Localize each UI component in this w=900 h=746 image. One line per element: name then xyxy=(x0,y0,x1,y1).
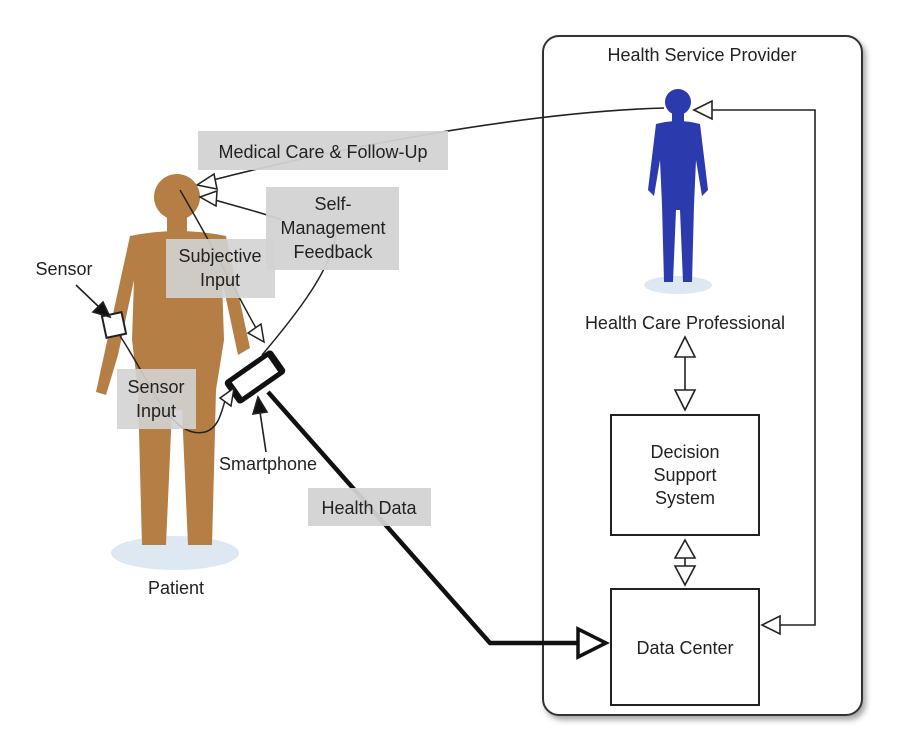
sensor-pointer-arrow xyxy=(75,284,112,319)
svg-text:Self-: Self- xyxy=(314,194,351,214)
svg-text:Subjective: Subjective xyxy=(178,246,261,266)
sensor-input-label-box: Sensor Input xyxy=(117,369,196,429)
data-center-box xyxy=(610,588,760,706)
svg-text:Management: Management xyxy=(280,218,385,238)
svg-text:Medical Care & Follow-Up: Medical Care & Follow-Up xyxy=(218,142,427,162)
svg-text:Sensor: Sensor xyxy=(127,377,184,397)
dss-datacenter-double-arrow xyxy=(673,538,697,587)
smartphone-label: Smartphone xyxy=(219,454,317,474)
professional-dss-double-arrow xyxy=(673,335,697,412)
provider-container xyxy=(542,35,863,716)
health-data-arrow xyxy=(266,390,610,660)
smartphone-pointer-arrow xyxy=(251,395,269,453)
sensor-label: Sensor xyxy=(35,259,92,279)
svg-text:Feedback: Feedback xyxy=(293,242,373,262)
professional-figure-icon xyxy=(644,89,712,294)
svg-text:Input: Input xyxy=(200,270,240,290)
svg-text:Health Data: Health Data xyxy=(321,498,417,518)
datacenter-to-professional-arrow xyxy=(692,99,816,636)
dss-label-line-2: Support xyxy=(653,465,716,485)
dss-label-line-3: System xyxy=(655,488,715,508)
professional-shadow xyxy=(644,276,712,294)
subjective-input-label-box: Subjective Input xyxy=(166,239,275,298)
self-management-label-box: Self- Management Feedback xyxy=(266,187,399,270)
sensor-device xyxy=(100,310,128,340)
professional-label: Health Care Professional xyxy=(585,313,785,333)
smartphone-icon xyxy=(224,350,286,404)
data-center-label: Data Center xyxy=(636,638,733,658)
medical-care-label-box: Medical Care & Follow-Up xyxy=(198,131,448,170)
patient-label: Patient xyxy=(148,578,204,598)
health-data-label-box: Health Data xyxy=(308,488,431,526)
provider-title: Health Service Provider xyxy=(607,45,796,65)
dss-label-line-1: Decision xyxy=(650,442,719,462)
svg-text:Input: Input xyxy=(136,401,176,421)
decision-support-box xyxy=(610,414,760,536)
patient-shadow xyxy=(111,536,239,570)
